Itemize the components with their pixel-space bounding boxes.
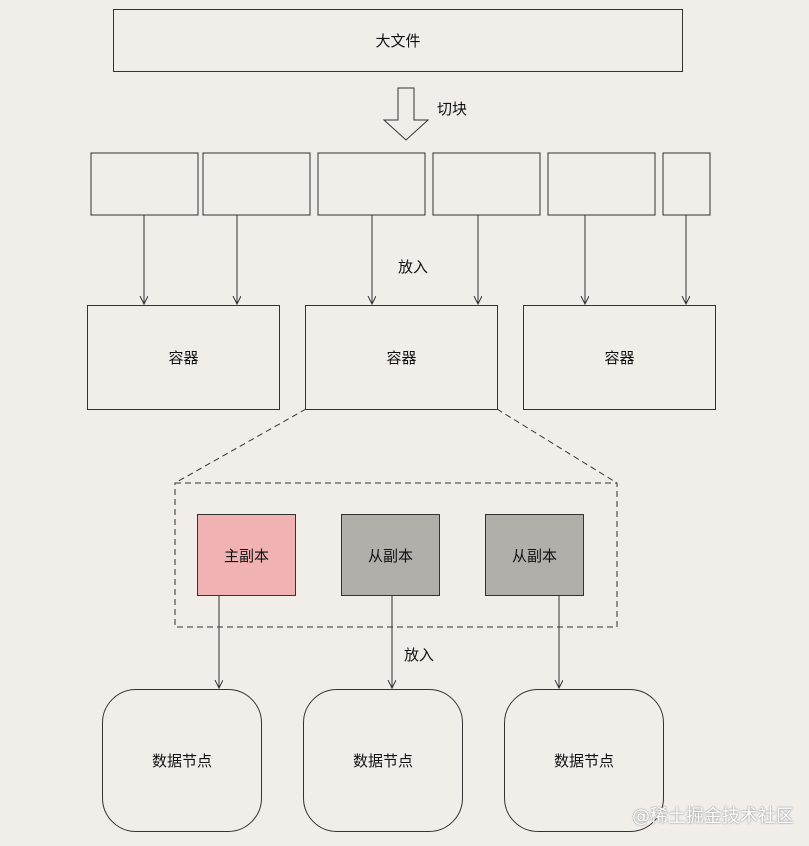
primary-replica: 主副本 bbox=[197, 514, 296, 596]
secondary-replica-1: 从副本 bbox=[341, 514, 440, 596]
split-label: 切块 bbox=[437, 100, 468, 118]
secondary-replica-2: 从副本 bbox=[485, 514, 584, 596]
split-arrow-icon bbox=[382, 87, 430, 141]
data-node-2: 数据节点 bbox=[303, 689, 463, 832]
container-label: 容器 bbox=[386, 349, 417, 367]
container-label: 容器 bbox=[168, 349, 199, 367]
put-label-bottom: 放入 bbox=[404, 646, 435, 664]
chunk-6 bbox=[662, 152, 711, 216]
big-file-box: 大文件 bbox=[113, 9, 683, 72]
zoom-line-right bbox=[496, 408, 618, 484]
replica-label: 主副本 bbox=[223, 546, 269, 565]
container-label: 容器 bbox=[604, 349, 635, 367]
watermark: @稀土掘金技术社区 bbox=[632, 806, 794, 827]
container-3: 容器 bbox=[523, 305, 716, 410]
data-node-label: 数据节点 bbox=[553, 752, 614, 770]
replica-label: 从副本 bbox=[511, 546, 557, 565]
data-node-label: 数据节点 bbox=[352, 752, 413, 770]
container-2: 容器 bbox=[305, 305, 498, 410]
chunk-5 bbox=[547, 152, 656, 216]
replica-label: 从副本 bbox=[367, 546, 413, 565]
chunk-4 bbox=[432, 152, 541, 216]
container-1: 容器 bbox=[87, 305, 280, 410]
chunk-1 bbox=[90, 152, 199, 216]
chunk-3 bbox=[317, 152, 426, 216]
chunk-2 bbox=[202, 152, 311, 216]
replica-group bbox=[174, 482, 618, 628]
data-node-3: 数据节点 bbox=[504, 689, 664, 832]
data-node-1: 数据节点 bbox=[102, 689, 262, 832]
big-file-label: 大文件 bbox=[375, 32, 421, 50]
data-node-label: 数据节点 bbox=[151, 752, 212, 770]
zoom-line-left bbox=[174, 408, 307, 484]
put-label-top: 放入 bbox=[398, 258, 429, 276]
